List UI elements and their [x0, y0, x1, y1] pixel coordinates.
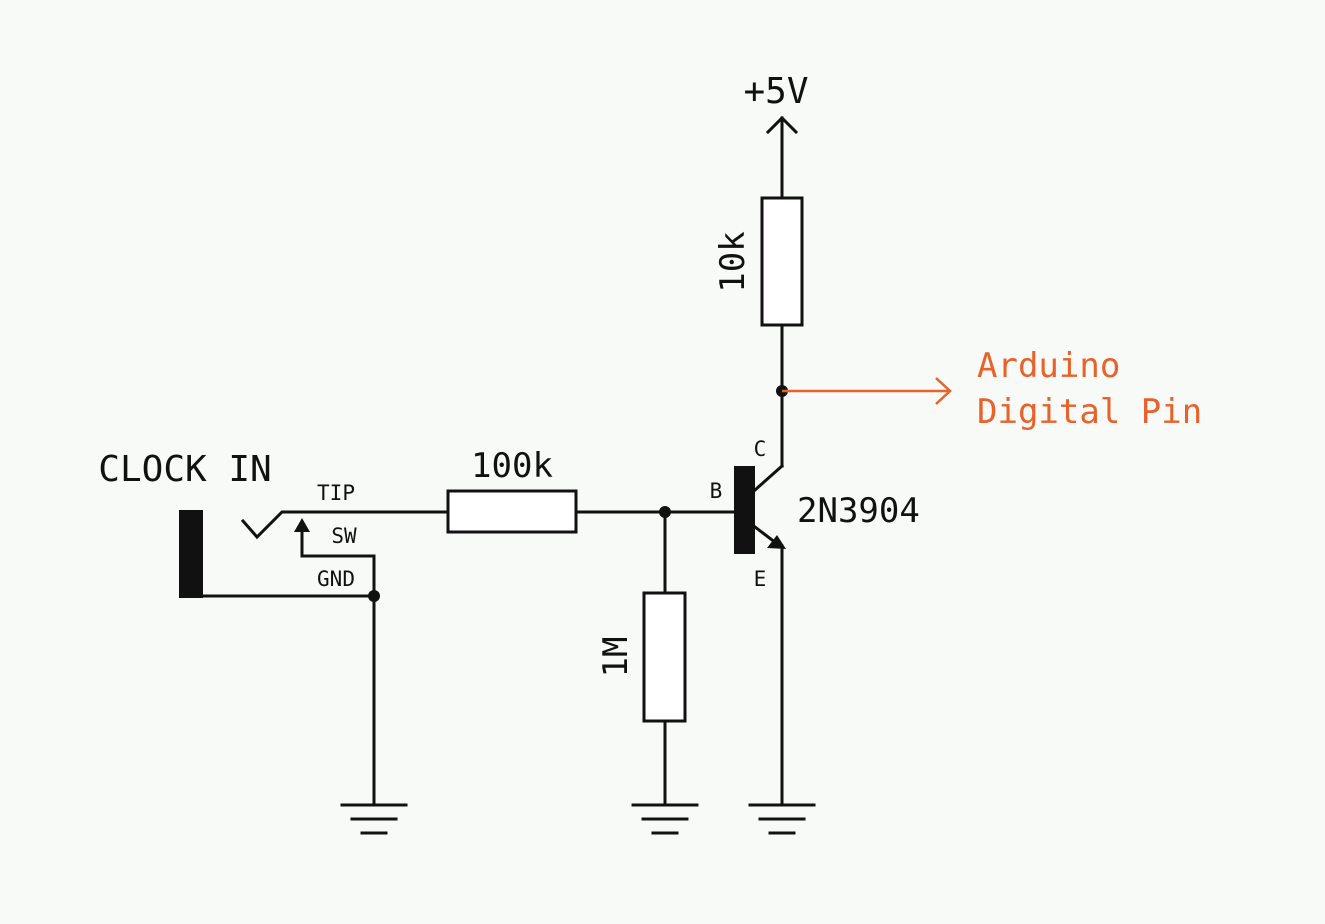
supply-label: +5V — [743, 71, 808, 112]
resistor-1m-label: 1M — [596, 637, 636, 678]
supply-arrow-icon — [765, 115, 799, 200]
ground-icon — [631, 803, 699, 835]
ground-icon — [748, 803, 816, 835]
resistor-10k-label: 10k — [713, 231, 753, 292]
tip-label: TIP — [317, 481, 355, 505]
pin-e-label: E — [754, 567, 767, 591]
resistor-100k — [446, 489, 578, 534]
transistor-label: 2N3904 — [797, 491, 920, 531]
output-label-line2: Digital Pin — [977, 392, 1202, 432]
pin-c-label: C — [754, 437, 767, 461]
resistor-1m — [642, 591, 687, 723]
pin-b-label: B — [710, 479, 723, 503]
sw-label: SW — [331, 524, 357, 548]
resistor-10k — [760, 196, 804, 327]
audio-jack-icon — [179, 510, 450, 598]
output-arrow — [782, 377, 952, 405]
ground-icon — [340, 803, 408, 835]
clock-in-label: CLOCK IN — [98, 449, 271, 490]
npn-transistor-icon — [734, 463, 786, 554]
resistor-100k-label: 100k — [471, 446, 553, 486]
gnd-label: GND — [317, 567, 355, 591]
output-label-line1: Arduino — [977, 346, 1120, 386]
